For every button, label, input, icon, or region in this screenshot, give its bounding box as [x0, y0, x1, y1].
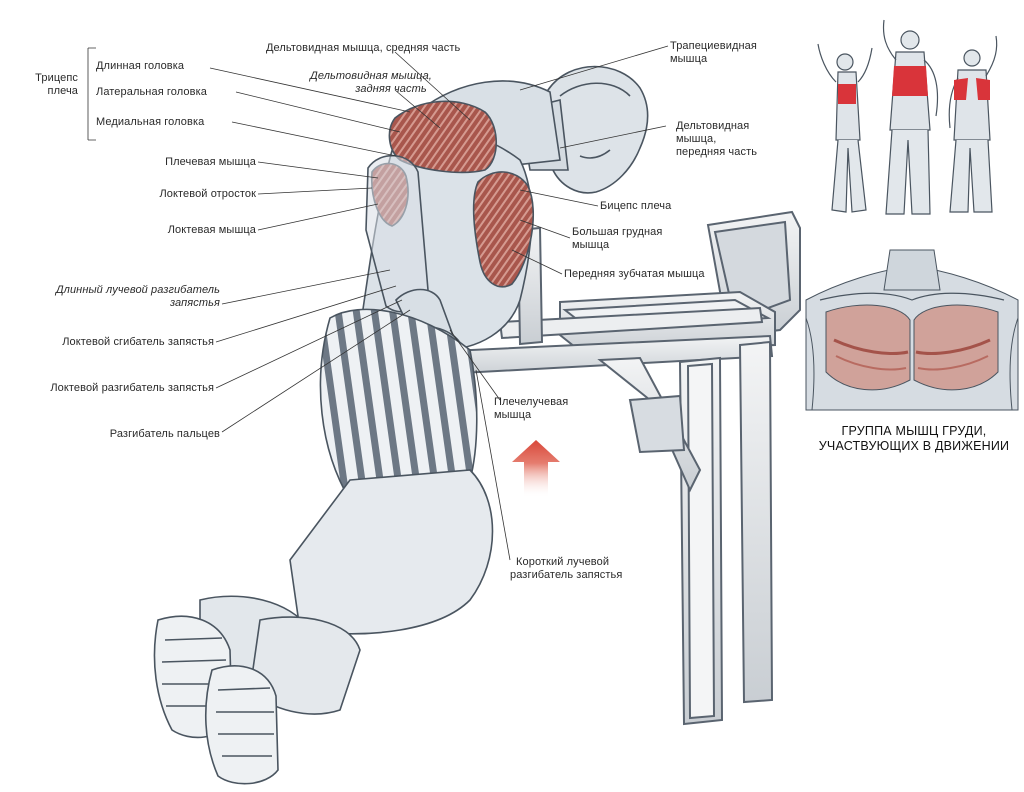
- label-anconeus: Локтевая мышца: [167, 224, 256, 236]
- pec-major-line-1: Большая грудная: [572, 226, 663, 238]
- trapezius-line-2: мышца: [670, 53, 708, 65]
- athlete-figure: [153, 65, 649, 785]
- label-biceps: Бицепс плеча: [600, 200, 672, 212]
- label-triceps-long-head: Длинная головка: [96, 60, 185, 72]
- ecrl-line-2: запястья: [169, 297, 220, 309]
- deltoid-front-line-3: передняя часть: [676, 146, 758, 158]
- label-deltoid-rear: Дельтовидная мышца, задняя часть: [296, 70, 446, 96]
- inset-figure-front: [882, 19, 939, 215]
- label-deltoid-middle: Дельтовидная мышца, средняя часть: [266, 42, 461, 54]
- chest-inset: [805, 249, 1022, 411]
- deltoid-rear-line-1: Дельтовидная мышца,: [310, 70, 432, 82]
- chest-inset-caption: ГРУППА МЫШЦ ГРУДИ, УЧАСТВУЮЩИХ В ДВИЖЕНИ…: [806, 424, 1022, 454]
- label-extensor-carpi-ulnaris: Локтевой разгибатель запястья: [50, 382, 214, 394]
- deltoid-front-line-2: мышца,: [676, 133, 717, 145]
- label-brachioradialis: Плечелучевая мышца: [494, 396, 568, 422]
- deltoid-front-line-1: Дельтовидная: [676, 120, 750, 132]
- label-flexor-carpi-ulnaris: Локтевой сгибатель запястья: [62, 336, 214, 348]
- inset-figures: [817, 19, 998, 215]
- label-trapezius: Трапециевидная мышца: [670, 40, 757, 66]
- label-extensor-carpi-radialis-brevis: Короткий лучевой разгибатель запястья: [510, 556, 622, 582]
- label-extensor-carpi-radialis-longus: Длинный лучевой разгибатель запястья: [20, 284, 220, 310]
- leader-lines: [87, 45, 669, 561]
- ecrl-line-1: Длинный лучевой разгибатель: [55, 284, 220, 296]
- label-deltoid-front: Дельтовидная мышца, передняя часть: [676, 120, 757, 159]
- inset-figure-back: [948, 35, 998, 213]
- label-pectoralis-major: Большая грудная мышца: [572, 226, 662, 252]
- ecrb-line-1: Короткий лучевой: [516, 556, 610, 568]
- label-olecranon: Локтевой отросток: [159, 188, 256, 200]
- dip-station: [363, 210, 801, 726]
- triceps-group-line-2: плеча: [47, 85, 78, 97]
- label-triceps-lateral-head: Латеральная головка: [96, 86, 207, 98]
- ecrb-line-2: разгибатель запястья: [510, 569, 623, 581]
- trapezius-line-1: Трапециевидная: [670, 40, 757, 52]
- label-brachialis: Плечевая мышца: [165, 156, 256, 168]
- pec-major-line-2: мышца: [572, 239, 610, 251]
- caption-line-1: ГРУППА МЫШЦ ГРУДИ,: [841, 424, 987, 438]
- brachioradialis-line-2: мышца: [494, 409, 532, 421]
- inset-figure-side: [817, 43, 873, 213]
- label-extensor-digitorum: Разгибатель пальцев: [109, 428, 220, 440]
- up-arrow-icon: [512, 440, 560, 498]
- brachioradialis-line-1: Плечелучевая: [494, 396, 569, 408]
- triceps-group-label: Трицепс плеча: [22, 72, 78, 98]
- triceps-group-line-1: Трицепс: [35, 72, 78, 84]
- label-triceps-medial-head: Медиальная головка: [96, 116, 205, 128]
- deltoid-rear-line-2: задняя часть: [355, 83, 427, 95]
- label-serratus-anterior: Передняя зубчатая мышца: [564, 268, 705, 280]
- caption-line-2: УЧАСТВУЮЩИХ В ДВИЖЕНИИ: [818, 439, 1010, 453]
